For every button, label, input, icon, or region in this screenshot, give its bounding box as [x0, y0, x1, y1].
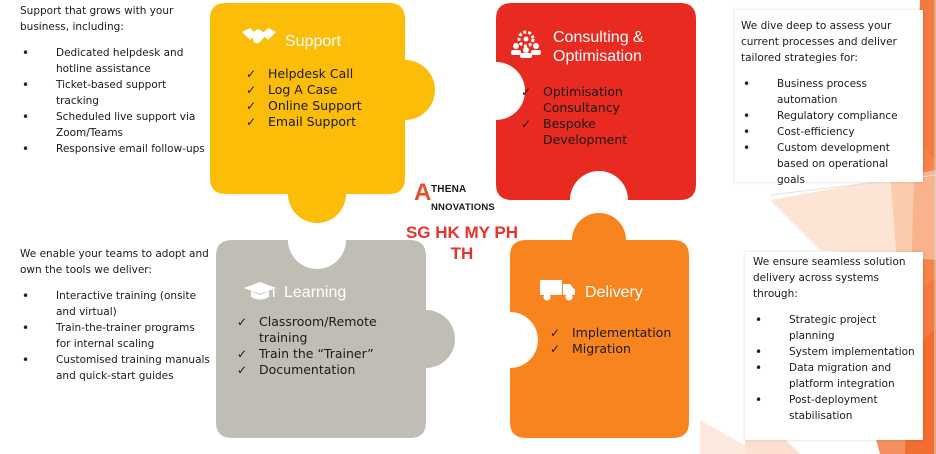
- regions-line2: TH: [450, 244, 474, 263]
- list-item: Online Support: [246, 98, 396, 114]
- list-item: Scheduled live support via Zoom/Teams: [20, 109, 210, 141]
- support-description: Support that grows with your business, i…: [20, 3, 210, 157]
- consulting-title-line1: Consulting &: [553, 29, 644, 46]
- delivery-checklist: Implementation Migration: [550, 325, 690, 357]
- regions-label: SG HK MY PH TH: [392, 222, 532, 264]
- consulting-checklist: Optimisation Consultancy Bespoke Develop…: [521, 84, 646, 148]
- delivery-description-intro: We ensure seamless solution delivery acr…: [753, 256, 906, 300]
- athena-innovations-logo: A THENA NNOVATIONS: [414, 180, 514, 220]
- support-checklist: Helpdesk Call Log A Case Online Support …: [246, 66, 396, 130]
- handshake-icon: [242, 28, 276, 44]
- truck-icon: [540, 280, 575, 301]
- support-description-intro: Support that grows with your business, i…: [20, 5, 174, 33]
- list-item: Helpdesk Call: [246, 66, 396, 82]
- list-item: Train-the-trainer programs for internal …: [20, 320, 210, 352]
- list-item: Classroom/Remote training: [237, 314, 407, 346]
- list-item: System implementation: [753, 344, 917, 360]
- logo-line2: NNOVATIONS: [431, 202, 495, 213]
- learning-description-intro: We enable your teams to adopt and own th…: [20, 248, 209, 276]
- list-item: Interactive training (onsite and virtual…: [20, 288, 210, 320]
- learning-checklist: Classroom/Remote training Train the “Tra…: [237, 314, 407, 378]
- consulting-description-intro: We dive deep to assess your current proc…: [741, 20, 897, 64]
- support-title: Support: [285, 33, 342, 50]
- list-item: Ticket-based support tracking: [20, 77, 210, 109]
- regions-line1: SG HK MY PH: [405, 223, 519, 242]
- list-item: Optimisation Consultancy: [521, 84, 646, 116]
- delivery-description-list: Strategic project planning System implem…: [753, 312, 917, 424]
- consulting-description: We dive deep to assess your current proc…: [735, 10, 923, 186]
- list-item: Dedicated helpdesk and hotline assistanc…: [20, 45, 210, 77]
- learning-description: We enable your teams to adopt and own th…: [20, 246, 210, 384]
- list-item: Implementation: [550, 325, 690, 341]
- logo-letter: A: [414, 179, 432, 206]
- list-item: Bespoke Development: [521, 116, 646, 148]
- list-item: Strategic project planning: [753, 312, 917, 344]
- consulting-description-list: Business process automation Regulatory c…: [741, 76, 917, 188]
- list-item: Business process automation: [741, 76, 917, 108]
- list-item: Train the “Trainer”: [237, 346, 407, 362]
- list-item: Responsive email follow-ups: [20, 141, 210, 157]
- delivery-title: Delivery: [585, 284, 643, 301]
- list-item: Custom development based on operational …: [741, 140, 917, 188]
- list-item: Email Support: [246, 114, 396, 130]
- graduation-cap-icon: [244, 282, 276, 300]
- logo-line1: THENA: [431, 184, 467, 195]
- team-gear-icon: [511, 30, 541, 58]
- list-item: Log A Case: [246, 82, 396, 98]
- list-item: Migration: [550, 341, 690, 357]
- list-item: Customised training manuals and quick-st…: [20, 352, 210, 384]
- learning-description-list: Interactive training (onsite and virtual…: [20, 288, 210, 384]
- support-description-list: Dedicated helpdesk and hotline assistanc…: [20, 45, 210, 157]
- list-item: Documentation: [237, 362, 407, 378]
- list-item: Regulatory compliance: [741, 108, 917, 124]
- consulting-title: Consulting & Optimisation: [553, 28, 644, 66]
- list-item: Cost-efficiency: [741, 124, 917, 140]
- learning-title: Learning: [284, 284, 347, 301]
- consulting-title-line2: Optimisation: [553, 48, 642, 65]
- list-item: Post-deployment stabilisation: [753, 392, 917, 424]
- delivery-description: We ensure seamless solution delivery acr…: [745, 252, 923, 440]
- list-item: Data migration and platform integration: [753, 360, 917, 392]
